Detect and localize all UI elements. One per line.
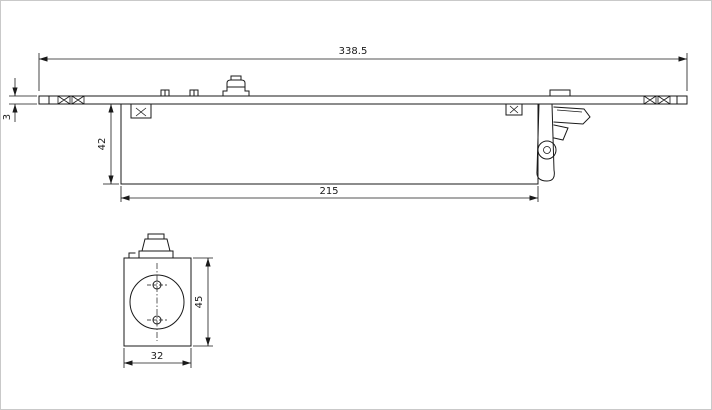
dim-body-height-label: 42 (97, 138, 108, 151)
dim-end-height: 45 (193, 257, 213, 347)
arm-lever-edge (556, 109, 583, 113)
left-bracket-screw (135, 107, 147, 117)
mounting-plate (38, 89, 688, 105)
pinion-cap (222, 75, 250, 97)
dim-overall-length: 338.5 (38, 46, 688, 91)
dim-end-width: 32 (123, 348, 192, 368)
dim-overall-length-label: 338.5 (339, 46, 368, 57)
right-bracket (505, 103, 523, 116)
arm-lever (553, 106, 591, 125)
dim-body-length: 215 (120, 186, 539, 202)
arm-link (553, 124, 569, 141)
top-view: 338.5 (2, 46, 688, 202)
plate-screw-slots (57, 95, 671, 105)
plate-outline (38, 95, 688, 105)
valve-screws (160, 89, 199, 97)
left-bracket (130, 103, 152, 119)
dim-end-width-label: 32 (151, 351, 164, 362)
dim-extension-lines (9, 95, 37, 105)
end-body-outline (123, 257, 192, 347)
pinion-cap-outline (222, 75, 250, 97)
dim-body-length-label: 215 (319, 186, 338, 197)
arm-cam (537, 140, 557, 160)
body-outline (120, 103, 539, 185)
arm-top-tab (549, 89, 571, 97)
end-view-body (123, 233, 192, 347)
arm-slide-shoe (536, 103, 555, 182)
closer-body (120, 103, 539, 185)
dim-plate-thickness: 3 (2, 78, 37, 122)
end-view: 45 32 (123, 233, 213, 368)
dim-plate-thickness-label: 3 (2, 114, 13, 120)
dim-end-height-label: 45 (194, 296, 205, 309)
hole-centerlines (147, 284, 167, 321)
arm-assembly (536, 89, 591, 182)
arm-cam-pivot (543, 146, 551, 154)
end-pinion-cap (128, 233, 174, 259)
right-bracket-screw (509, 105, 519, 114)
dim-body-height: 42 (97, 104, 119, 185)
